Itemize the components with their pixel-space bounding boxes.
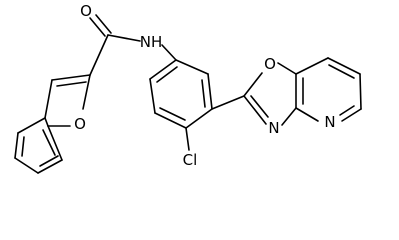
bond-c7a-inner	[42, 129, 56, 156]
bond-c6-c7-inner	[39, 155, 59, 167]
bond-ph2-ph3-inner	[201, 79, 206, 108]
bond-ph3-ph4	[185, 108, 213, 129]
bond-c3a-c7a	[44, 117, 49, 127]
bond-ph5-ph6	[149, 78, 156, 114]
atom-labels: O NH O O N N Cl	[74, 2, 336, 169]
bond-c6-c7	[37, 159, 63, 174]
bond-c2-c3	[51, 74, 91, 81]
bond-carbonyl-double-a	[89, 17, 106, 37]
bond-py-c6-c5	[359, 73, 362, 110]
atom-n-oxazole: N	[268, 119, 279, 137]
bond-py-c5-n4	[341, 108, 362, 122]
bond-ph4-ph5-inner	[159, 107, 186, 121]
bonds	[14, 14, 362, 174]
bond-c2-o-furan	[82, 74, 91, 110]
bond-c2-c3-inner	[56, 81, 87, 87]
bond-ph3-oxazole	[211, 95, 245, 110]
molecule-structure: O NH O O N N Cl	[14, 2, 362, 174]
bond-c5-c6	[14, 157, 39, 174]
bond-ph4-cl	[185, 127, 190, 151]
bond-py-c7-c6-inner	[328, 64, 355, 79]
bond-c3a-c4	[17, 117, 46, 134]
bond-py-c7-c6	[327, 57, 361, 75]
bond-c4-c5	[14, 132, 19, 159]
bond-ox-o-c7a	[277, 62, 297, 75]
bond-c7-c7a	[47, 125, 63, 161]
atom-cl: Cl	[183, 151, 198, 169]
bond-ox-n-c3a	[281, 107, 297, 126]
bond-c3-c3a	[44, 79, 53, 119]
bond-py-c5-n4-inner	[339, 105, 355, 116]
bond-ox-c2-n-inner	[250, 95, 269, 118]
atom-n-pyridine: N	[324, 113, 335, 131]
bond-ox-c2-o	[243, 72, 263, 97]
bond-carbonyl-double-b	[95, 14, 112, 34]
bond-ph6-ph1	[149, 59, 177, 80]
bond-ox-c2-n	[243, 95, 267, 125]
bond-carbonyl-nh	[107, 34, 141, 42]
bond-py-n4-c3a	[295, 107, 319, 122]
bond-nh-phenyl	[161, 44, 177, 61]
bond-ph6-ph1-inner	[156, 66, 178, 83]
bond-c4-c5-inner	[21, 136, 25, 157]
atom-o-furan: O	[74, 115, 86, 133]
bond-ph2-ph3	[207, 73, 213, 110]
bond-py-c7a-c7	[295, 57, 329, 75]
atom-o-carbonyl: O	[80, 2, 92, 20]
atom-o-oxazole: O	[264, 55, 276, 73]
bond-ph4-ph5	[154, 112, 187, 129]
bond-carbonyl-c2	[89, 34, 109, 76]
bond-ph1-ph2	[175, 59, 209, 75]
structure-canvas: O NH O O N N Cl	[14, 2, 362, 174]
atom-nh-amide: NH	[140, 33, 163, 51]
